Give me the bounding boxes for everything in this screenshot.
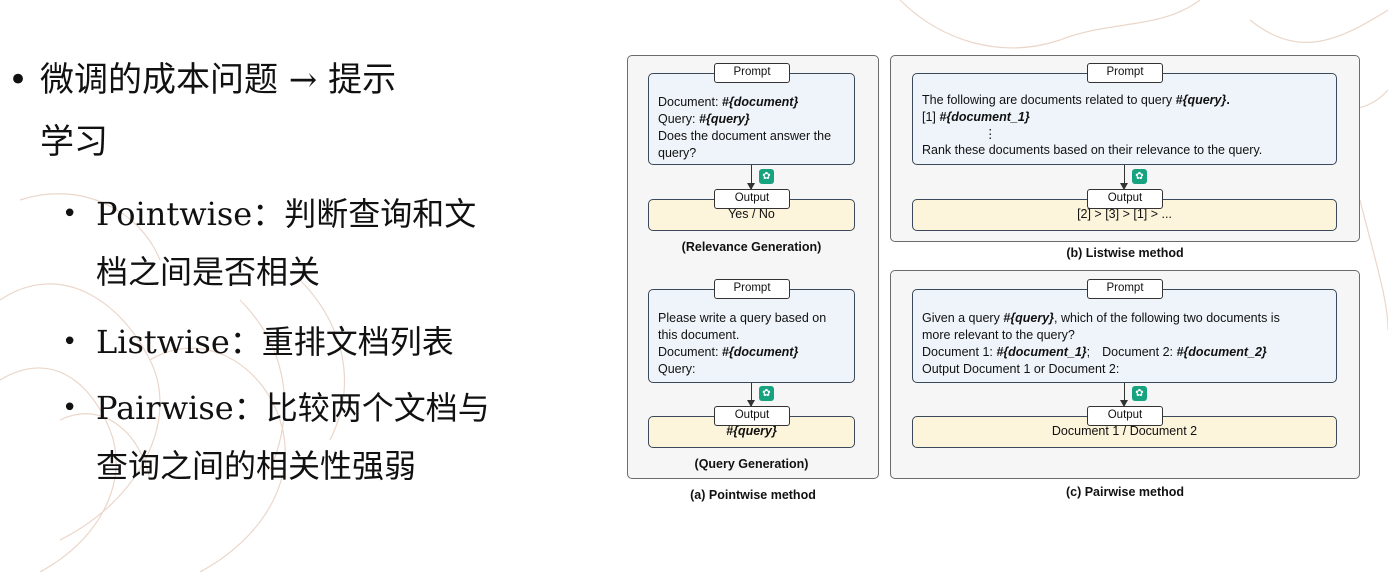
bullet-dot: • (62, 327, 78, 357)
pointwise-method-caption: (a) Pointwise method (690, 488, 816, 502)
pairwise-line-4: Output Document 1 or Document 2: (922, 362, 1120, 376)
output-label-pill: Output (714, 189, 790, 209)
query-gen-line-2: this document. (658, 328, 740, 342)
chatgpt-icon: ✿ (759, 386, 774, 401)
flow-arrow (747, 165, 755, 190)
pairwise-output-text: Document 1 / Document 2 (1051, 424, 1198, 438)
pairwise-line-1-suffix: , which of the following two documents i… (1054, 311, 1280, 325)
flow-arrow (1120, 383, 1128, 407)
relevance-doc-variable: #{document} (721, 95, 799, 109)
pairwise-doc1-label: Document 1: (922, 345, 997, 359)
listwise-document-variable: #{document_1} (939, 110, 1030, 124)
listwise-line-1-period: . (1226, 93, 1230, 107)
chatgpt-icon: ✿ (1132, 386, 1147, 401)
pairwise-doc2-variable: #{document_2} (1176, 345, 1267, 359)
pairwise-doc1-variable: #{document_1} (996, 345, 1087, 359)
listwise-prompt-box: The following are documents related to q… (912, 73, 1337, 165)
main-bullet-line-2: 学习 (40, 122, 108, 162)
output-label-pill: Output (1087, 189, 1163, 209)
query-generation-output-text: #{query} (726, 424, 777, 438)
relevance-output-text: Yes / No (728, 207, 775, 221)
pairwise-line-2: more relevant to the query? (922, 328, 1075, 342)
relevance-prompt-box: Document: #{document} Query: #{query} Do… (648, 73, 855, 165)
chatgpt-icon: ✿ (759, 169, 774, 184)
listwise-line-1-text: The following are documents related to q… (922, 93, 1176, 107)
pairwise-doc1-separator: ; (1086, 345, 1091, 359)
relevance-question-line-2: query? (658, 146, 697, 160)
query-gen-doc-label: Document: (658, 345, 722, 359)
pairwise-doc2-label: Document 2: (1102, 345, 1177, 359)
listwise-query-variable: #{query} (1175, 93, 1227, 107)
query-generation-prompt-box: Please write a query based on this docum… (648, 289, 855, 383)
relevance-doc-label: Document: (658, 95, 722, 109)
query-generation-caption: (Query Generation) (694, 457, 809, 471)
relevance-question-line-1: Does the document answer the (658, 129, 832, 143)
query-gen-doc-variable: #{document} (721, 345, 799, 359)
main-bullet-line-1: 微调的成本问题 → 提示 (40, 60, 397, 100)
listwise-method-caption: (b) Listwise method (1066, 246, 1184, 260)
flow-arrow (747, 383, 755, 407)
sub-bullet-listwise-line-1: Listwise：重排文档列表 (96, 323, 454, 361)
pairwise-prompt-box: Given a query #{query}, which of the fol… (912, 289, 1337, 383)
bullet-dot: • (62, 393, 78, 423)
listwise-ellipsis: ⋮ (984, 127, 997, 141)
flow-arrow (1120, 165, 1128, 190)
pairwise-method-caption: (c) Pairwise method (1065, 485, 1185, 499)
relevance-query-variable: #{query} (699, 112, 750, 126)
prompt-label-pill: Prompt (714, 279, 790, 299)
listwise-output-text: [2] > [3] > [1] > ... (1077, 207, 1172, 221)
prompt-label-pill: Prompt (1087, 63, 1163, 83)
relevance-generation-caption: (Relevance Generation) (681, 240, 822, 254)
query-gen-line-1: Please write a query based on (658, 311, 827, 325)
output-label-pill: Output (714, 406, 790, 426)
sub-bullet-pairwise-line-1: Pairwise：比较两个文档与 (96, 389, 490, 427)
chatgpt-icon: ✿ (1132, 169, 1147, 184)
sub-bullet-pairwise-line-2: 查询之间的相关性强弱 (96, 447, 417, 485)
query-gen-query-line: Query: (658, 362, 696, 376)
bullet-dot: • (62, 199, 78, 229)
pairwise-query-variable: #{query} (1003, 311, 1055, 325)
relevance-query-label: Query: (658, 112, 699, 126)
sub-bullet-pointwise-line-1: Pointwise：判断查询和文 (96, 195, 477, 233)
bullet-dot: • (8, 60, 29, 100)
output-label-pill: Output (1087, 406, 1163, 426)
bullet-list: • 微调的成本问题 → 提示 学习 • Pointwise：判断查询和文 档之间… (0, 0, 600, 572)
pairwise-line-1-prefix: Given a query (922, 311, 1004, 325)
listwise-rank-instruction: Rank these documents based on their rele… (922, 143, 1263, 157)
prompt-label-pill: Prompt (714, 63, 790, 83)
prompt-label-pill: Prompt (1087, 279, 1163, 299)
sub-bullet-pointwise-line-2: 档之间是否相关 (96, 253, 321, 291)
listwise-item-index: [1] (922, 110, 940, 124)
